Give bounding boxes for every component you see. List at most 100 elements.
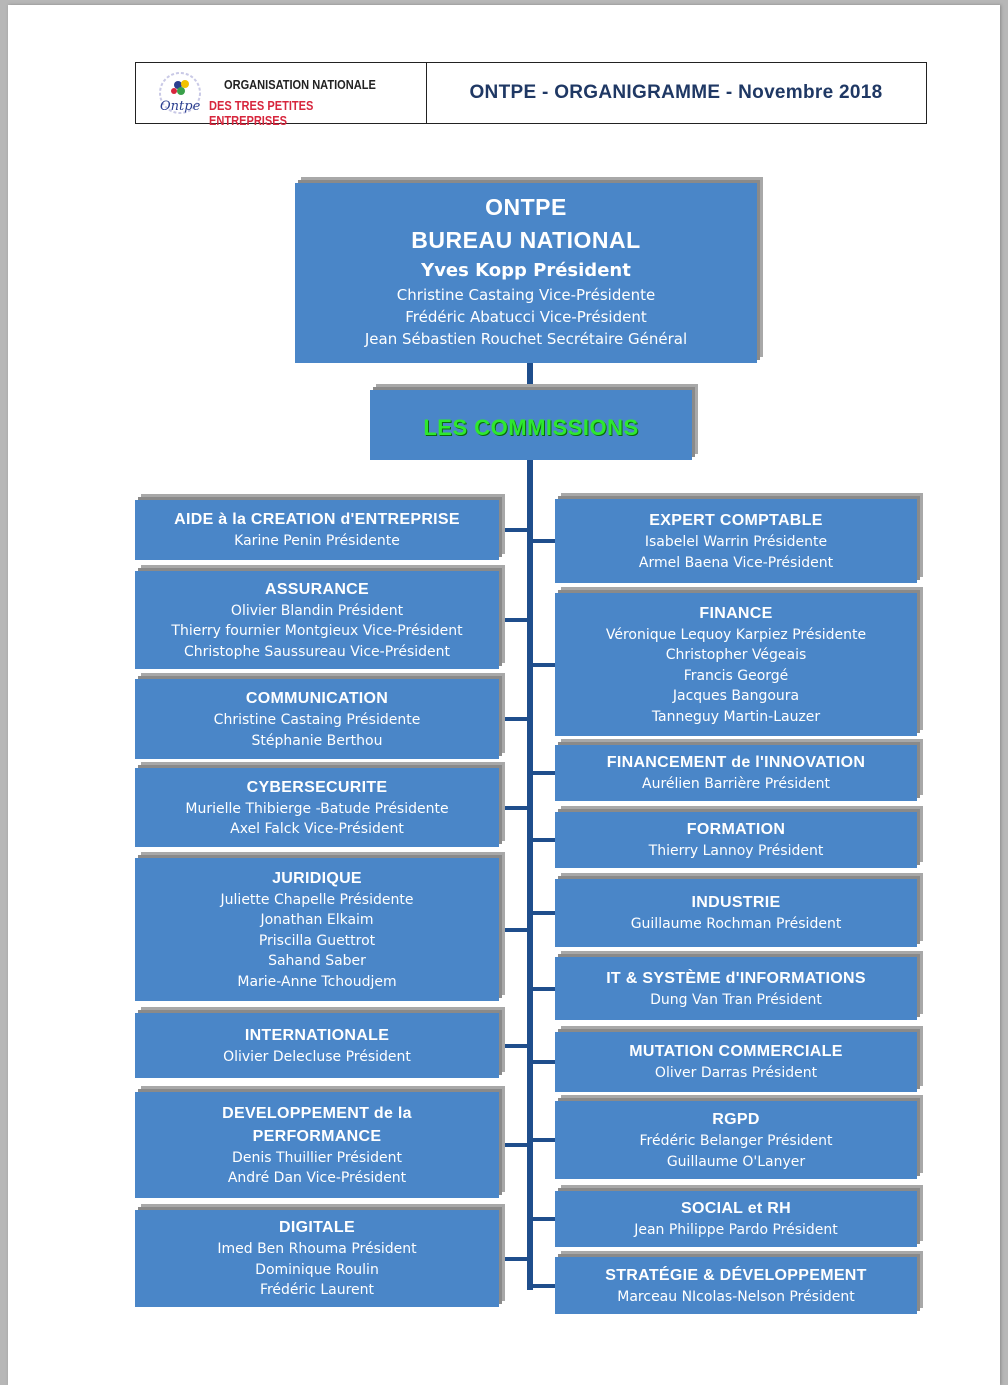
commission-member: Marceau NIcolas-Nelson Président [617,1288,855,1305]
logo-script-text: Ontpe [160,99,201,114]
commission-title: FORMATION [686,821,786,839]
commission-box: EXPERT COMPTABLE Isabelel Warrin Présiden… [555,499,917,583]
branch-connector [499,528,530,532]
commission-member: Christophe Saussureau Vice-Président [183,643,451,660]
commission-member: Murielle Thibierge -Batude Présidente [185,800,449,817]
commission-title: IT & SYSTÈME d'INFORMATIONS [606,969,866,987]
commission-title: ASSURANCE [264,580,370,598]
commission-box: INDUSTRIE Guillaume Rochman Président [555,879,917,947]
commission-member: Isabelel Warrin Présidente [644,534,828,550]
commission-member: Priscilla Guettrot [258,932,376,949]
commission-title: FINANCE [699,604,773,622]
commission-member: Denis Thuillier Président [232,1149,402,1166]
bureau-org-name: ONTPE [485,194,567,220]
branch-connector [530,1138,555,1142]
commission-member: Aurélien Barrière Président [642,776,830,793]
commission-title: STRATÉGIE & DÉVELOPPEMENT [605,1266,867,1284]
branch-connector [499,928,530,932]
commission-title: MUTATION COMMERCIALE [629,1043,843,1061]
commission-member: Olivier Delecluse Président [223,1048,411,1065]
commission-member: Marie-Anne Tchoudjem [237,973,397,990]
branch-connector [499,1044,530,1048]
commission-member: Stéphanie Berthou [251,732,383,749]
commission-member: Guillaume O'Lanyer [666,1153,806,1170]
commission-member: Guillaume Rochman Président [630,916,842,933]
commission-member: Thierry Lannoy Président [648,843,824,860]
commission-member: Olivier Blandin Président [230,602,404,619]
bureau-title: BUREAU NATIONAL [411,227,641,253]
branch-connector [530,1284,555,1288]
commissions-box: LES COMMISSIONS [370,390,692,460]
commission-title: COMMUNICATION [245,690,389,707]
commission-box: STRATÉGIE & DÉVELOPPEMENT Marceau NIcolas… [555,1257,917,1314]
commission-member: Frédéric Laurent [259,1282,375,1299]
commission-member: Thierry fournier Montgieux Vice-Présiden… [171,623,463,640]
ontpe-logo: Ontpe ORGANISATION NATIONALE DES TRES PE… [136,63,427,128]
main-trunk-connector [527,460,533,1290]
commission-title: JURIDIQUE [272,869,362,887]
commission-title: SOCIAL et RH [681,1200,791,1218]
commission-box: CYBERSECURITE Murielle Thibierge -Batude … [135,768,499,847]
commission-title: CYBERSECURITE [246,778,388,796]
commission-member: Dominique Roulin [255,1261,379,1278]
commission-title: INDUSTRIE [691,894,781,912]
branch-connector [499,806,530,810]
branch-connector [530,838,555,842]
branch-connector [499,1143,530,1147]
branch-connector [499,717,530,721]
commission-box: FINANCE Véronique Lequoy Karpiez Présiden… [555,593,917,736]
commission-member: André Dan Vice-Président [227,1170,407,1186]
commission-member: Axel Falck Vice-Président [230,821,404,837]
branch-connector [530,911,555,915]
branch-connector [530,663,555,667]
document-header: Ontpe ORGANISATION NATIONALE DES TRES PE… [135,62,927,128]
commission-member: Tanneguy Martin-Lauzer [651,708,821,725]
logo-emblem-icon [159,72,201,114]
commission-member: Christine Castaing Présidente [213,712,421,728]
bureau-president: Yves Kopp Président [421,260,631,281]
commission-title: RGPD [712,1111,760,1128]
commission-member: Jonathan Elkaim [260,912,374,929]
commission-title: EXPERT COMPTABLE [649,512,823,529]
branch-connector [499,618,530,622]
commission-member: Dung Van Tran Président [650,991,822,1008]
commission-box: IT & SYSTÈME d'INFORMATIONS Dung Van Tran… [555,957,917,1020]
commission-box: MUTATION COMMERCIALE Oliver Darras Présid… [555,1032,917,1092]
bureau-connector [527,362,533,392]
branch-connector [530,771,555,775]
bureau-member: Frédéric Abatucci Vice-Président [405,308,647,326]
commission-box: FORMATION Thierry Lannoy Président [555,812,917,868]
logo-line-1: ORGANISATION NATIONALE [224,77,376,92]
commission-title: INTERNATIONALE [244,1026,390,1044]
commission-box: COMMUNICATION Christine Castaing Présiden… [135,679,499,759]
branch-connector [530,1060,555,1064]
bureau-member: Jean Sébastien Rouchet Secrétaire Généra… [364,330,688,348]
commission-box: SOCIAL et RH Jean Philippe Pardo Présiden… [555,1191,917,1247]
bureau-national-box: ONTPE BUREAU NATIONAL Yves Kopp Présiden… [295,183,757,363]
bureau-member: Christine Castaing Vice-Présidente [396,286,656,304]
commission-title: AIDE à la CREATION d'ENTREPRISE [174,511,460,529]
commission-title: DIGITALE [279,1219,355,1237]
branch-connector [530,539,555,543]
commission-member: Christopher Végeais [665,647,807,664]
commission-member: Oliver Darras Président [654,1065,818,1082]
commission-member: Sahand Saber [268,953,366,970]
commission-member: Jacques Bangoura [672,688,800,705]
commission-title: DEVELOPPEMENT de la [222,1104,412,1122]
commissions-title: LES COMMISSIONS [423,415,639,440]
commission-member: Véronique Lequoy Karpiez Présidente [605,626,867,643]
commission-member: Imed Ben Rhouma Président [217,1241,417,1258]
commission-box: FINANCEMENT de l'INNOVATION Aurélien Barr… [555,745,917,801]
branch-connector [530,987,555,991]
commission-member: Jean Philippe Pardo Président [634,1222,838,1239]
logo-line-2: DES TRES PETITES ENTREPRISES [209,98,314,128]
branch-connector [530,1217,555,1221]
commission-title: FINANCEMENT de l'INNOVATION [606,754,866,772]
document-title: ONTPE - ORGANIGRAMME - Novembre 2018 [469,82,883,103]
commission-box: INTERNATIONALE Olivier Delecluse Présiden… [135,1013,499,1078]
